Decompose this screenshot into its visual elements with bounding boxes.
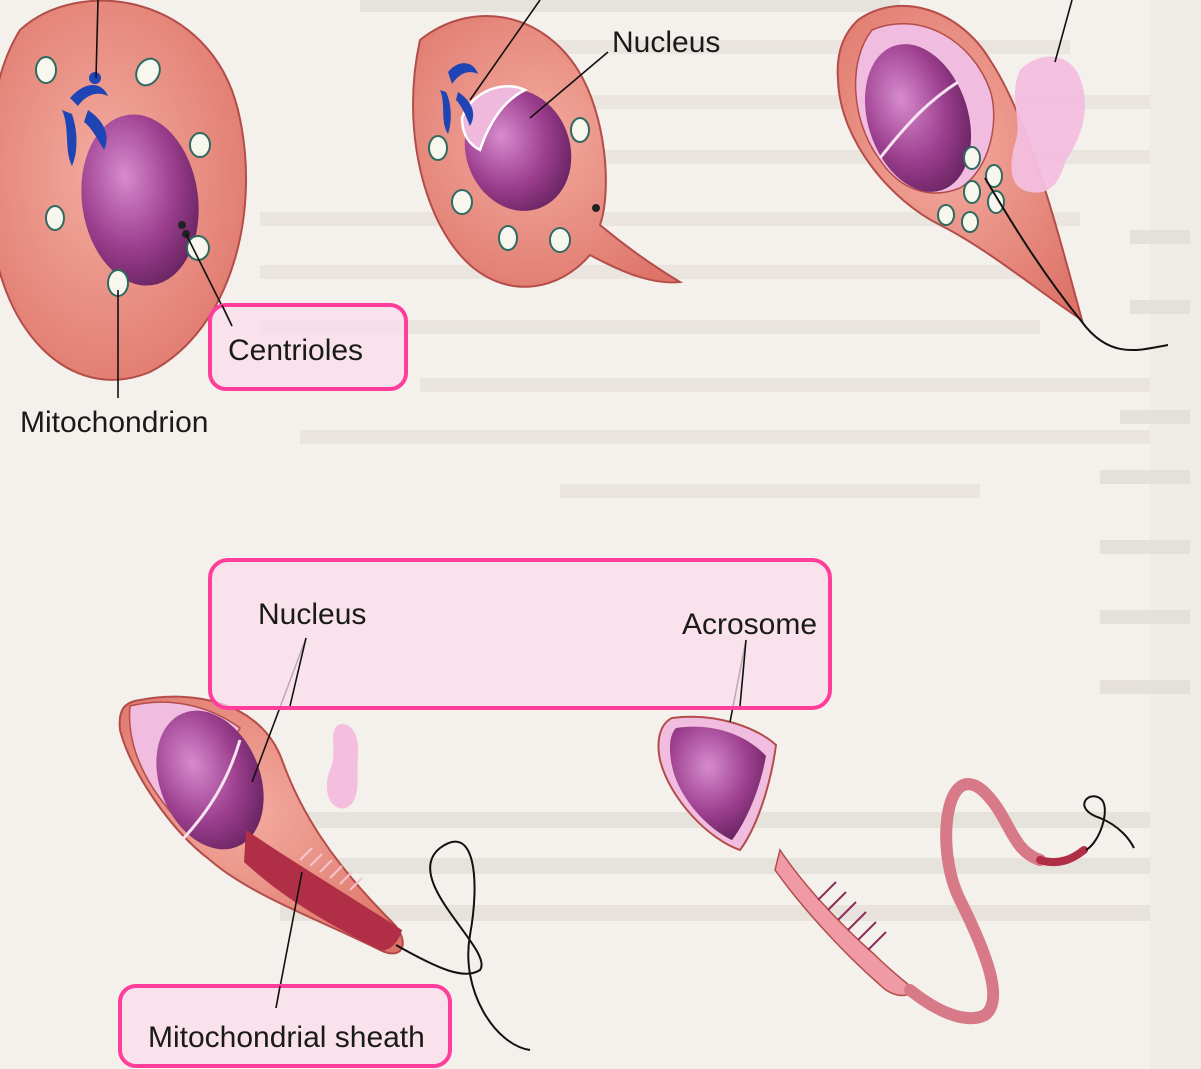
label-mitochondrion: Mitochondrion bbox=[20, 406, 208, 439]
label-nucleus-bottom: Nucleus bbox=[258, 598, 366, 631]
label-mitochondrial-sheath: Mitochondrial sheath bbox=[148, 1021, 425, 1054]
label-centrioles: Centrioles bbox=[228, 334, 363, 367]
label-nucleus-top: Nucleus bbox=[612, 26, 720, 59]
label-acrosome: Acrosome bbox=[682, 608, 817, 641]
